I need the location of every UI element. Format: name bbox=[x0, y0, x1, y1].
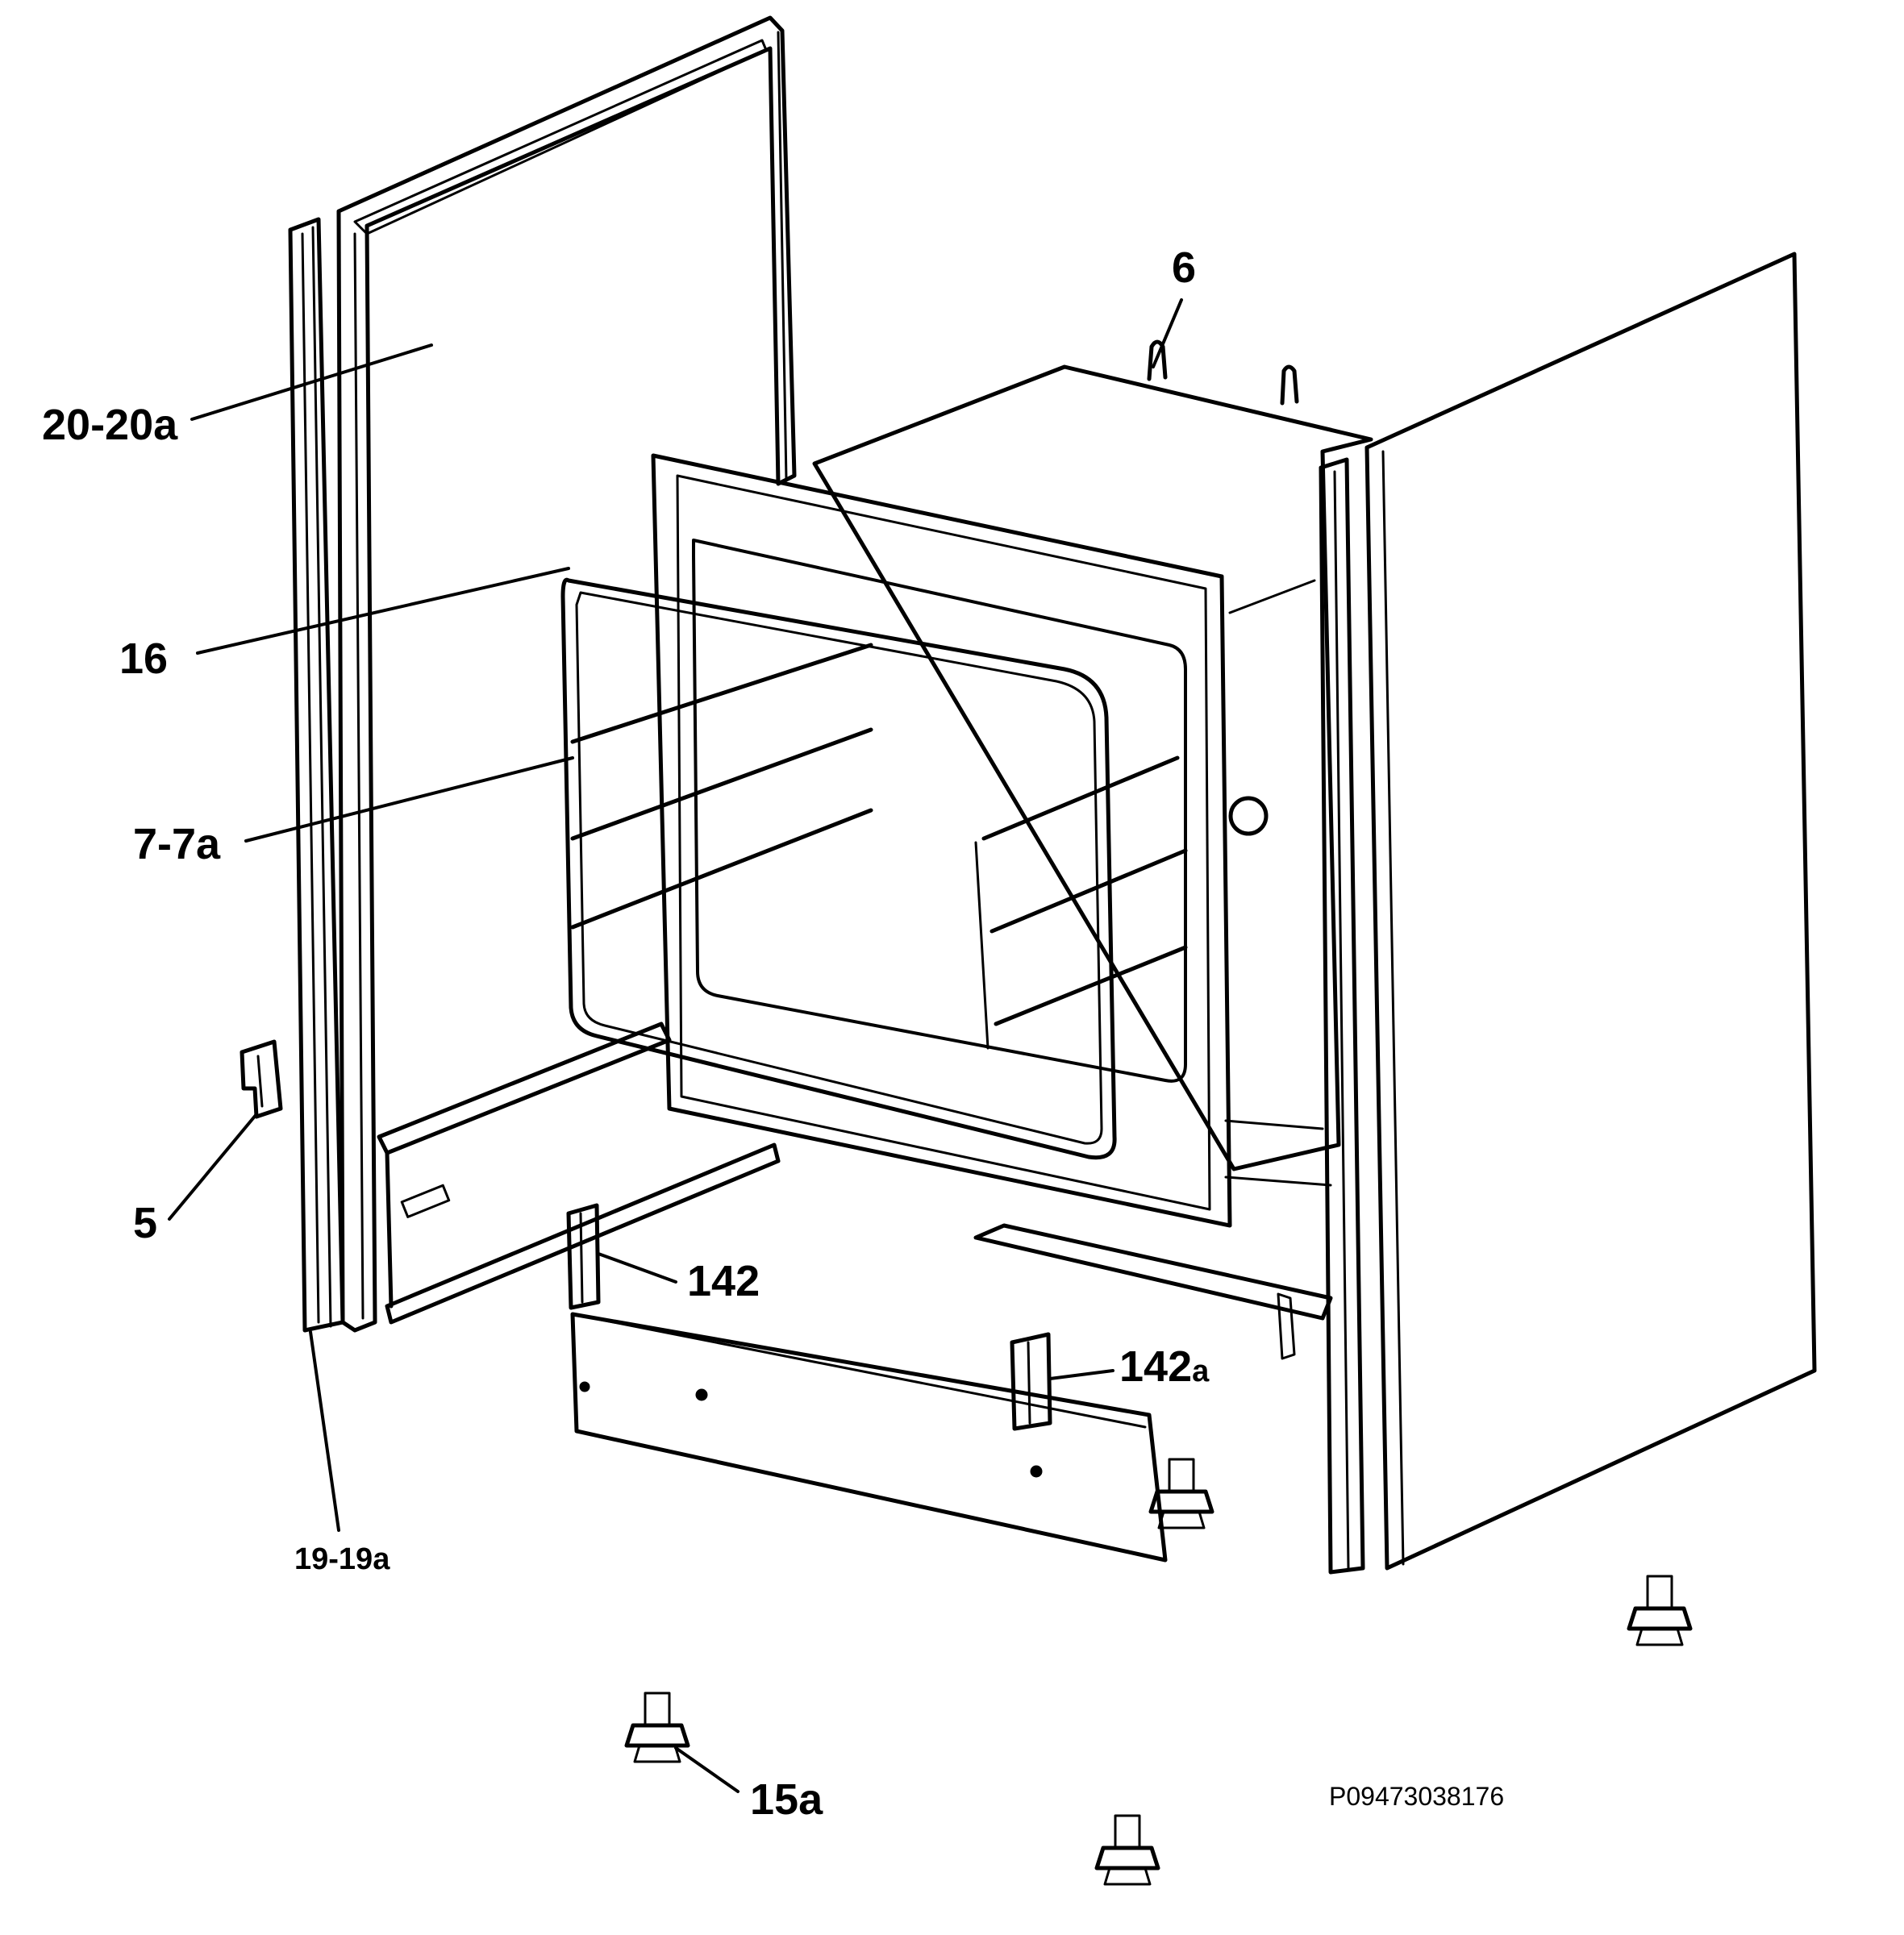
label-plinth-bracket-a-suffix: a bbox=[1192, 1354, 1210, 1388]
adjustable-foot-part bbox=[624, 1458, 1693, 1886]
rear-bottom-rail bbox=[973, 1223, 1333, 1360]
leader-lines bbox=[168, 298, 1183, 1793]
plinth-bracket-a-part bbox=[1010, 1332, 1052, 1431]
leader-side-trim bbox=[309, 1330, 340, 1532]
label-rails: 7-7a bbox=[133, 820, 221, 868]
label-seal: 16 bbox=[119, 635, 169, 683]
leader-hinge bbox=[168, 1113, 258, 1221]
leader-plinth-bracket bbox=[597, 1252, 677, 1284]
oven-cavity-part bbox=[651, 364, 1373, 1228]
shelf-rails-part bbox=[570, 643, 1188, 1050]
plinth-panel-part bbox=[570, 1312, 1168, 1563]
right-side-panel-part bbox=[1364, 252, 1817, 1571]
label-hinge: 5 bbox=[133, 1199, 158, 1247]
label-bracket-top: 6 bbox=[1172, 243, 1197, 292]
leader-rails bbox=[244, 756, 574, 843]
label-feet: 15a bbox=[750, 1775, 823, 1824]
left-side-trim-part bbox=[288, 217, 345, 1333]
label-side-trim: 19-19a bbox=[294, 1542, 390, 1576]
label-plinth-bracket: 142 bbox=[687, 1257, 760, 1305]
label-plinth-bracket-a: 142a bbox=[1119, 1345, 1209, 1388]
leader-plinth-bracket-a bbox=[1048, 1369, 1114, 1380]
plinth-bracket-part bbox=[566, 1203, 601, 1310]
door-frame-part bbox=[336, 15, 797, 1333]
drawing-code: P09473038176 bbox=[1329, 1782, 1505, 1811]
leader-feet bbox=[674, 1746, 740, 1793]
leader-seal bbox=[196, 567, 570, 655]
label-frame: 20-20a bbox=[42, 401, 178, 449]
door-seal-part bbox=[560, 577, 1117, 1160]
right-side-trim-part bbox=[1319, 457, 1365, 1575]
leader-frame bbox=[190, 343, 433, 421]
leader-bracket-top bbox=[1152, 298, 1183, 368]
label-plinth-bracket-a-number: 142 bbox=[1119, 1342, 1193, 1391]
hinge-part bbox=[240, 1039, 283, 1119]
